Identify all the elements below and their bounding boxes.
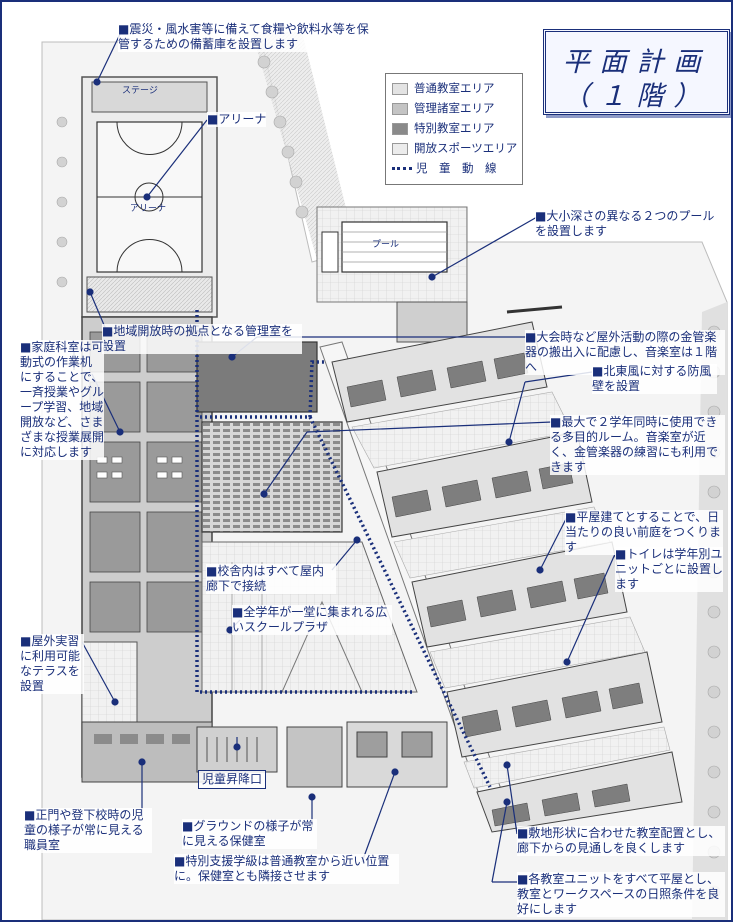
callout-special-support: ■特別支援学級は普通教室から近い位置に。保健室とも隣接させます xyxy=(174,854,399,884)
pool-large xyxy=(341,221,448,273)
legend: 普通教室エリア 管理諸室エリア 特別教室エリア 開放スポーツエリア 児 童 動 … xyxy=(385,73,523,185)
legend-route: 児 童 動 線 xyxy=(392,160,497,176)
arena-floor-label: アリーナ xyxy=(130,204,167,214)
callout-toilets: ■トイレは学年別ユニットごとに設置します xyxy=(615,547,724,592)
legend-swatch xyxy=(392,142,408,155)
legend-item: 管理諸室エリア xyxy=(392,100,495,116)
callout-entrance: 児童昇降口 xyxy=(198,770,267,789)
plan-title-box: 平面計画 （１階） xyxy=(543,29,730,115)
callout-pools: ■大小深さの異なる２つのプールを設置します xyxy=(535,209,725,239)
callout-arena: ■アリーナ xyxy=(207,112,267,127)
pool-small xyxy=(321,231,339,273)
callout-windbreak: ■北東風に対する防風壁を設置 xyxy=(592,364,717,394)
nurse-room xyxy=(286,726,343,788)
windbreak-wall xyxy=(506,305,563,314)
callout-homeec: ■家庭科室は可動式の作業机にすることで、一斉授業やグループ学習、地域開放など、さ… xyxy=(20,340,105,460)
stage xyxy=(91,81,208,113)
callout-staffroom: ■正門や登下校時の児童の様子が常に見える職員室 xyxy=(24,808,152,853)
pool-label: プール xyxy=(372,240,400,250)
callout-units: ■各教室ユニットをすべて平屋とし、教室とワークスペースの日照条件を良好にします xyxy=(517,872,725,917)
staff-room xyxy=(81,721,213,783)
callout-site-shape: ■敷地形状に合わせた教室配置とし、廊下からの見通しを良くします xyxy=(517,826,725,856)
legend-swatch xyxy=(392,82,408,95)
pool-building xyxy=(396,301,468,343)
plan-floor-label: （１階） xyxy=(562,81,711,112)
classroom-units xyxy=(331,321,683,833)
callout-corridor: ■校舎内はすべて屋内廊下で接続 xyxy=(206,564,336,594)
legend-swatch xyxy=(392,102,408,115)
plan-title: 平面計画 xyxy=(562,47,711,78)
callout-terrace: ■屋外実習に利用可能なテラスを設置 xyxy=(20,634,84,694)
route-line-icon xyxy=(392,167,412,170)
terrace xyxy=(81,641,138,723)
legend-item: 普通教室エリア xyxy=(392,80,495,96)
student-route xyxy=(195,310,492,788)
callout-management: ■地域開放時の拠点となる管理室を設置 xyxy=(102,324,302,354)
legend-swatch xyxy=(392,122,408,135)
stage-label: ステージ xyxy=(122,86,158,96)
callout-storage: ■震災・風水害等に備えて食糧や飲料水等を保管するための備蓄庫を設置します xyxy=(118,22,376,52)
callout-multipurpose: ■最大で２学年同時に使用できる多目的ルーム。音楽室が近く、金管楽器の練習にも利用… xyxy=(550,415,725,475)
multipurpose-room xyxy=(201,421,343,533)
legend-item: 開放スポーツエリア xyxy=(392,140,517,156)
legend-item: 特別教室エリア xyxy=(392,120,495,136)
callout-plaza: ■全学年が一堂に集まれる広いスクールプラザ xyxy=(232,605,392,635)
callout-nurse: ■グラウンドの様子が常に見える保健室 xyxy=(182,819,317,849)
